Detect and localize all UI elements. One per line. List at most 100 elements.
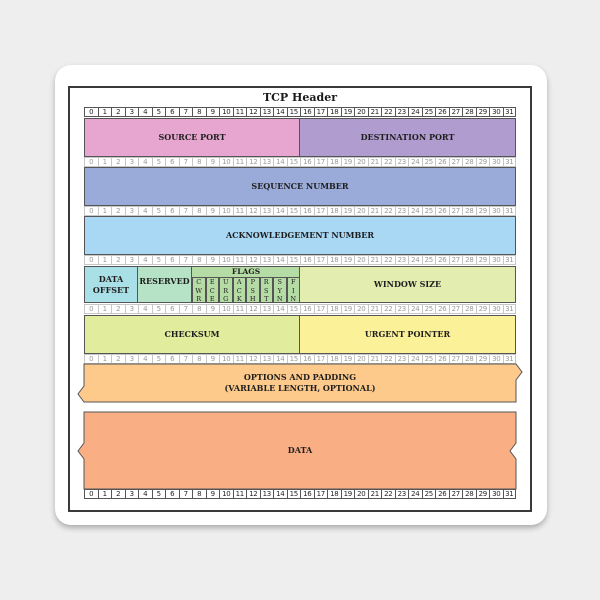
field-data-shape bbox=[77, 411, 517, 490]
field-destination-port: DESTINATION PORT bbox=[300, 118, 516, 157]
bit-tick: 7 bbox=[178, 107, 192, 117]
field-source-port: SOURCE PORT bbox=[84, 118, 300, 157]
bit-tick: 7 bbox=[178, 206, 192, 216]
bit-tick: 22 bbox=[381, 255, 395, 265]
flag-letter: R bbox=[223, 286, 229, 295]
bit-tick: 1 bbox=[97, 304, 111, 314]
bit-tick: 9 bbox=[205, 255, 219, 265]
bit-tick: 11 bbox=[232, 107, 246, 117]
field-label: CHECKSUM bbox=[164, 329, 220, 339]
bit-tick: 29 bbox=[475, 255, 489, 265]
flag-letter: W bbox=[195, 286, 203, 295]
bit-tick: 18 bbox=[327, 304, 341, 314]
flag-letter: U bbox=[223, 278, 229, 286]
bit-tick: 2 bbox=[111, 107, 125, 117]
bit-tick: 0 bbox=[84, 107, 98, 117]
bit-tick: 4 bbox=[138, 206, 152, 216]
bit-tick: 12 bbox=[246, 107, 260, 117]
bit-tick: 31 bbox=[502, 107, 516, 117]
bit-tick: 29 bbox=[475, 206, 489, 216]
bit-tick: 6 bbox=[165, 107, 179, 117]
bit-tick: 25 bbox=[421, 107, 435, 117]
bit-tick: 3 bbox=[124, 157, 138, 167]
bit-tick: 28 bbox=[462, 255, 476, 265]
bit-tick: 21 bbox=[367, 206, 381, 216]
bit-tick: 21 bbox=[367, 304, 381, 314]
field-label: DATA bbox=[98, 273, 124, 284]
bit-tick: 10 bbox=[219, 255, 233, 265]
bit-tick: 10 bbox=[219, 304, 233, 314]
bit-tick: 29 bbox=[475, 107, 489, 117]
bit-tick: 7 bbox=[178, 157, 192, 167]
bit-tick: 15 bbox=[286, 304, 300, 314]
bit-tick: 1 bbox=[97, 107, 111, 117]
bit-tick: 5 bbox=[151, 157, 165, 167]
bit-tick: 28 bbox=[462, 206, 476, 216]
bit-tick: 24 bbox=[408, 157, 422, 167]
field-label: DESTINATION PORT bbox=[360, 132, 455, 142]
flag-letter: H bbox=[249, 295, 256, 303]
bit-tick: 14 bbox=[273, 255, 287, 265]
bit-tick: 23 bbox=[394, 157, 408, 167]
bit-tick: 2 bbox=[111, 304, 125, 314]
bit-tick: 4 bbox=[138, 255, 152, 265]
flag-letter: F bbox=[290, 278, 296, 286]
field-label: DATA bbox=[287, 445, 313, 455]
bit-tick: 7 bbox=[178, 255, 192, 265]
bit-tick: 26 bbox=[435, 206, 449, 216]
field-sequence-number: SEQUENCE NUMBER bbox=[84, 167, 516, 206]
bit-tick: 31 bbox=[502, 206, 516, 216]
bit-tick: 2 bbox=[111, 206, 125, 216]
field-label: URGENT POINTER bbox=[364, 329, 451, 339]
bit-tick: 18 bbox=[327, 255, 341, 265]
bit-tick: 9 bbox=[205, 107, 219, 117]
bit-tick: 17 bbox=[313, 157, 327, 167]
field-label: SEQUENCE NUMBER bbox=[251, 181, 349, 191]
bit-tick: 23 bbox=[394, 107, 408, 117]
flag-letter: E bbox=[209, 295, 215, 303]
bit-tick: 24 bbox=[408, 107, 422, 117]
flags-label: FLAGS bbox=[231, 267, 261, 276]
flag-letter: C bbox=[236, 286, 242, 295]
bit-tick: 29 bbox=[475, 304, 489, 314]
bit-tick: 20 bbox=[354, 255, 368, 265]
flag-letter: E bbox=[209, 278, 215, 286]
bit-tick: 3 bbox=[124, 206, 138, 216]
diagram-title: TCP Header bbox=[262, 91, 338, 104]
bit-tick: 18 bbox=[327, 157, 341, 167]
bit-tick: 9 bbox=[205, 206, 219, 216]
bit-tick: 21 bbox=[367, 255, 381, 265]
bit-tick: 0 bbox=[84, 255, 98, 265]
bit-tick: 24 bbox=[408, 255, 422, 265]
flag-letter: Y bbox=[277, 286, 282, 295]
bit-tick: 17 bbox=[313, 255, 327, 265]
bit-tick: 4 bbox=[138, 157, 152, 167]
bit-tick: 5 bbox=[151, 107, 165, 117]
bit-tick: 25 bbox=[421, 206, 435, 216]
field-options: OPTIONS AND PADDING (VARIABLE LENGTH, OP… bbox=[84, 364, 516, 402]
bit-tick: 6 bbox=[165, 255, 179, 265]
flag-letter: N bbox=[276, 295, 283, 303]
bit-tick: 13 bbox=[259, 255, 273, 265]
bit-tick: 2 bbox=[111, 157, 125, 167]
bit-tick: 23 bbox=[394, 304, 408, 314]
field-reserved: RESERVED bbox=[138, 266, 192, 303]
bit-tick: 10 bbox=[219, 206, 233, 216]
bit-tick: 5 bbox=[151, 206, 165, 216]
flag-letter: S bbox=[277, 278, 282, 286]
flag-letter: S bbox=[264, 286, 269, 295]
bit-tick: 13 bbox=[259, 157, 273, 167]
bit-tick: 0 bbox=[84, 304, 98, 314]
bit-tick: 19 bbox=[340, 255, 354, 265]
bit-tick: 25 bbox=[421, 157, 435, 167]
flag-letter: C bbox=[209, 286, 215, 295]
bit-tick: 31 bbox=[502, 255, 516, 265]
bit-tick: 22 bbox=[381, 206, 395, 216]
bit-tick: 1 bbox=[97, 255, 111, 265]
bit-tick: 27 bbox=[448, 157, 462, 167]
